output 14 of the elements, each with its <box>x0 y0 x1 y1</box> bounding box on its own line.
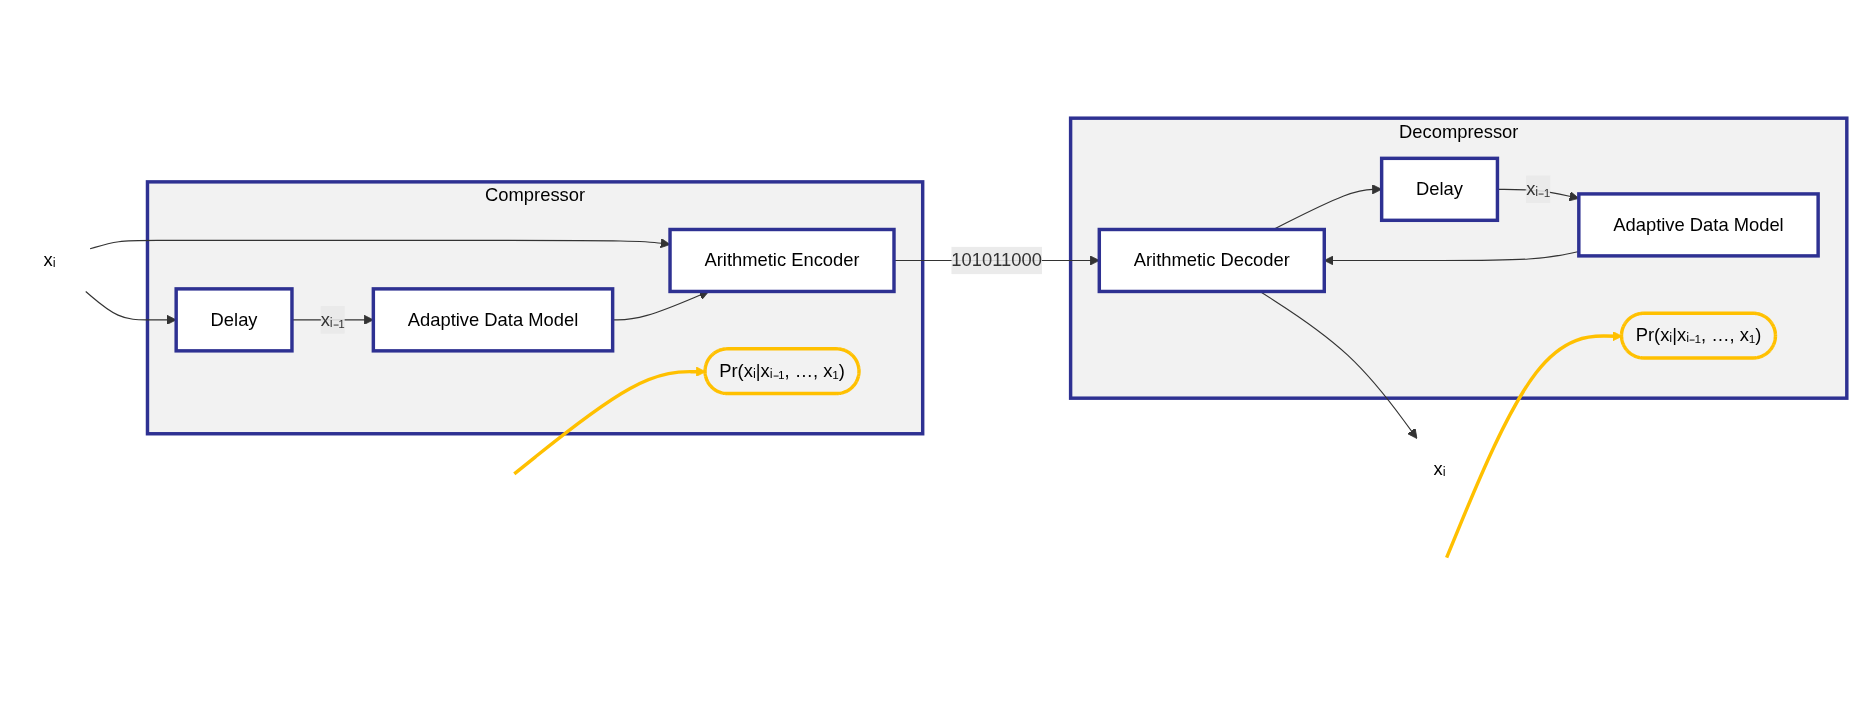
node-text: Pr(xᵢ|xᵢ₋₁, …, x₁) <box>719 361 845 381</box>
edge-label: xᵢ₋₁ <box>1526 179 1551 199</box>
node-box: Arithmetic Decoder <box>1097 228 1326 294</box>
node-box: Adaptive Data Model <box>371 287 615 353</box>
edge-label: 101011000 <box>951 250 1042 270</box>
node-text: xᵢ <box>43 250 56 270</box>
node-text: xᵢ <box>1433 459 1446 479</box>
node-text: Pr(xᵢ|xᵢ₋₁, …, x₁) <box>1635 325 1762 346</box>
edge-label: xᵢ₋₁ <box>320 309 345 330</box>
node-box: Adaptive Data Model <box>1577 192 1820 258</box>
node-box: Delay <box>1379 156 1500 223</box>
arrow <box>1445 331 1623 559</box>
node-box: Arithmetic Encoder <box>668 228 896 294</box>
node-box: Delay <box>174 287 294 353</box>
